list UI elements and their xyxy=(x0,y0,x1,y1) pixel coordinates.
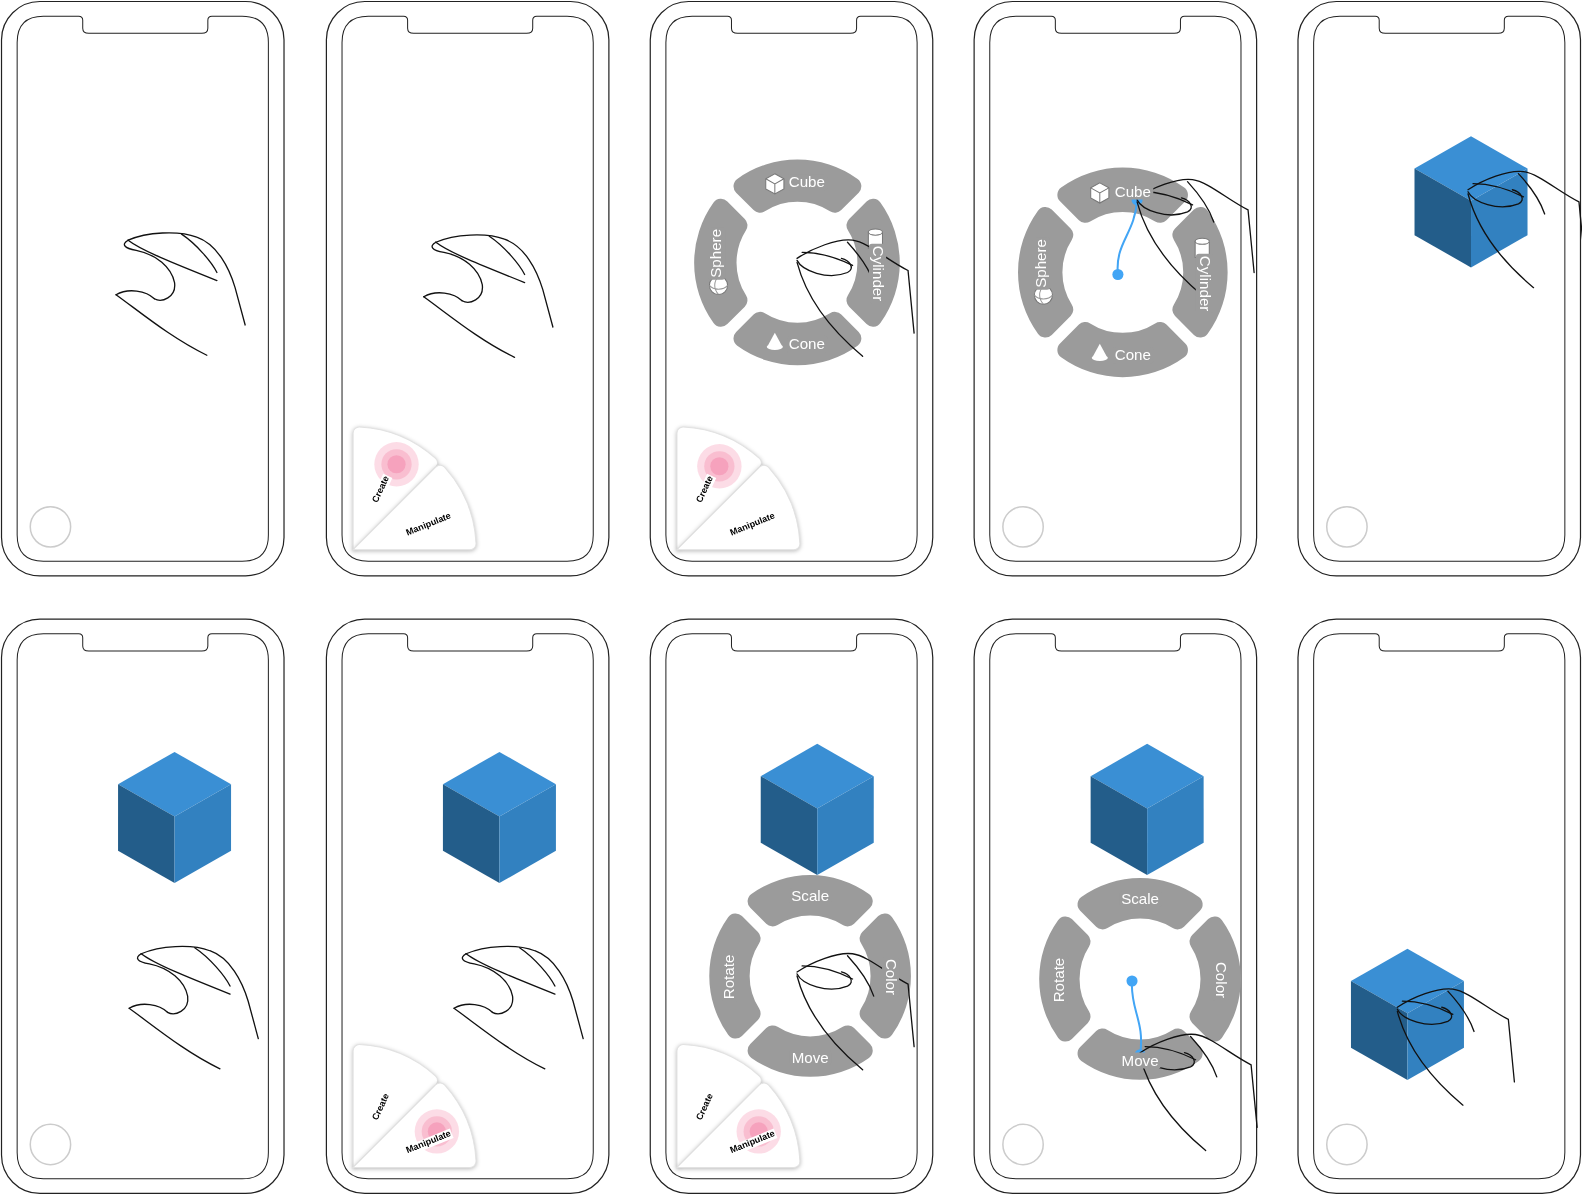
phone-frame xyxy=(2,2,285,576)
menu-label: Sphere xyxy=(708,227,725,280)
menu-segment: Scale xyxy=(748,875,873,926)
menu-label: Cube xyxy=(1113,183,1153,200)
phone-frame xyxy=(2,619,285,1193)
menu-segment: Color xyxy=(860,913,911,1038)
menu-segment: Cylinder xyxy=(847,198,900,326)
menu-label: Move xyxy=(1120,1052,1161,1069)
phone-frame xyxy=(650,619,933,1193)
menu-label: Cylinder xyxy=(870,243,887,303)
phone-frame xyxy=(650,2,933,576)
hand-drawing xyxy=(797,954,914,1070)
touch-highlight xyxy=(374,442,781,1154)
menu-segment: Cone xyxy=(733,312,861,365)
menu-label: Move xyxy=(790,1049,831,1066)
menu-segment: Rotate xyxy=(1039,916,1090,1041)
shape-icon xyxy=(766,333,782,350)
blue-cube xyxy=(1091,744,1204,875)
menu-label: Scale xyxy=(789,888,831,905)
phone-frame xyxy=(326,619,609,1193)
hand-drawing xyxy=(797,240,914,356)
wedge-outline xyxy=(353,466,476,550)
hand-drawing xyxy=(129,946,258,1068)
phone-frame xyxy=(1298,2,1581,576)
menu-segment: Cylinder xyxy=(1173,207,1228,338)
menu-segment: Cone xyxy=(1058,322,1189,377)
hand-drawing xyxy=(1468,171,1582,287)
menu-label: Sphere xyxy=(1032,237,1049,290)
blue-cube xyxy=(1351,949,1464,1080)
menu-label: Cube xyxy=(787,174,827,191)
menu-label: Scale xyxy=(1119,891,1161,908)
menu-label: Rotate xyxy=(721,953,738,1002)
phone-frame xyxy=(974,619,1257,1193)
menu-label: Color xyxy=(883,957,900,997)
wedge-outline xyxy=(677,466,800,550)
blue-cube xyxy=(443,752,556,883)
menu-segment: Cube xyxy=(733,159,861,212)
menu-label: Rotate xyxy=(1051,956,1068,1005)
mode-wedge: Manipulate xyxy=(677,466,800,550)
hand-drawing xyxy=(116,233,245,355)
swipe-dot xyxy=(1112,194,1145,1060)
menu-segment: Sphere xyxy=(694,198,747,326)
shape-icon xyxy=(765,174,783,194)
menu-label: Cylinder xyxy=(1197,254,1214,314)
menu-segment: Rotate xyxy=(709,913,760,1038)
menu-segment: Scale xyxy=(1078,878,1203,929)
menu-segment: Move xyxy=(748,1026,873,1077)
phone-frame xyxy=(326,2,609,576)
menu-label: Color xyxy=(1212,960,1229,1000)
hand-drawing xyxy=(454,946,583,1068)
hand-drawing xyxy=(1140,1034,1257,1150)
menu-segment: Sphere xyxy=(1018,207,1073,338)
hand-drawing xyxy=(1137,179,1254,295)
menu-label: Cone xyxy=(1113,347,1153,364)
blue-cube xyxy=(118,752,231,883)
mode-wedge: Manipulate xyxy=(353,466,476,550)
hand-drawing xyxy=(1397,989,1514,1105)
shape-icon xyxy=(1091,183,1109,203)
menu-label: Cone xyxy=(787,336,827,353)
phone-frame xyxy=(1298,619,1581,1193)
menu-segment: Color xyxy=(1190,916,1241,1041)
shape-icon xyxy=(1092,344,1108,361)
hand-drawing xyxy=(424,235,553,357)
phone-frame xyxy=(974,2,1257,576)
blue-cube xyxy=(761,744,874,875)
swipe-path xyxy=(1118,200,1142,1055)
